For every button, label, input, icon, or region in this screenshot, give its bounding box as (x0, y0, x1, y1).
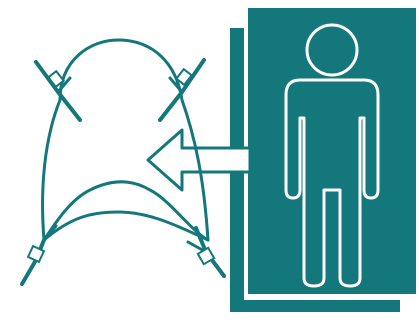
strap-top-right (160, 60, 204, 120)
strap-top-left (36, 62, 80, 120)
front-panel (248, 8, 416, 294)
sling-inner-line (44, 212, 208, 240)
